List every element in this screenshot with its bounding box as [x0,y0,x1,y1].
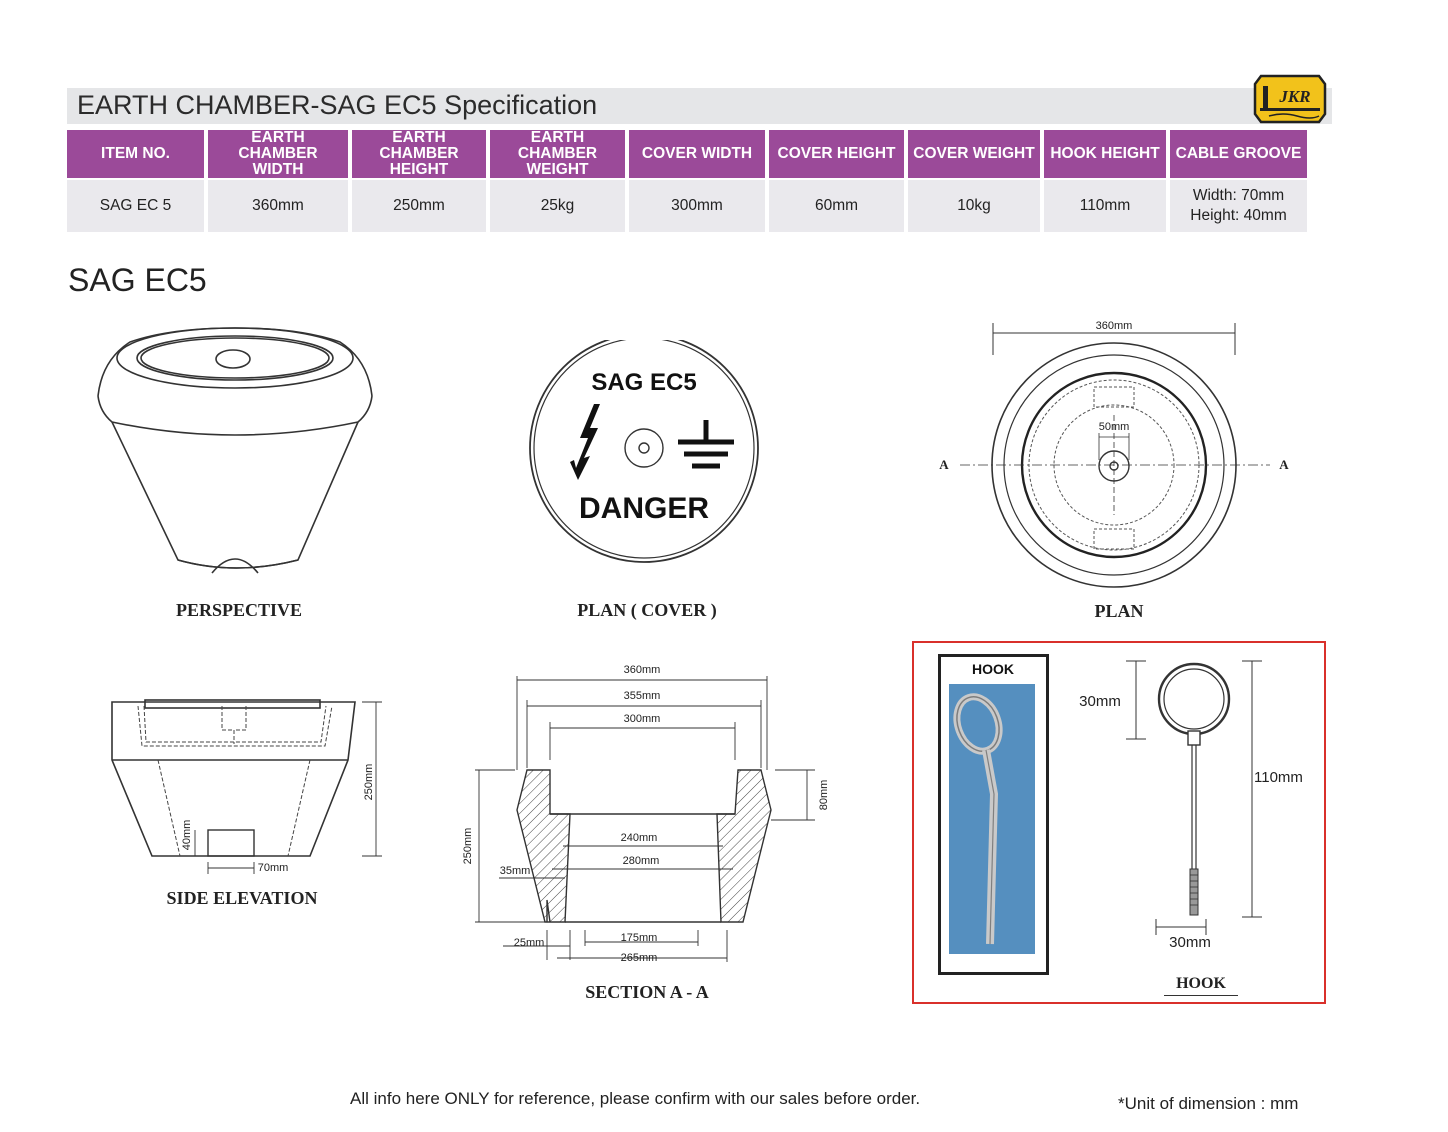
table-cell: Width: 70mm Height: 40mm [1170,178,1307,232]
spec-header-row: ITEM NO. EARTH CHAMBER WIDTH EARTH CHAMB… [67,130,1307,178]
table-cell: 110mm [1044,178,1166,232]
table-cell: 60mm [769,178,904,232]
column-header: EARTH CHAMBER WEIGHT [490,130,625,178]
jkr-logo: JKR [1253,74,1327,124]
table-cell: 300mm [629,178,765,232]
plan-width-dim: 360mm [1096,320,1133,332]
table-cell: 10kg [908,178,1040,232]
cover-label-bottom: DANGER [579,492,709,525]
hook-width-dim: 30mm [1169,934,1211,951]
groove-height-dim: 40mm [181,820,193,851]
unit-note: *Unit of dimension : mm [1118,1094,1299,1113]
section-dim-175: 175mm [621,932,658,944]
title-bar: EARTH CHAMBER-SAG EC5 Specification [67,88,1332,124]
caption-hook: HOOK [1176,975,1226,992]
caption-plan: PLAN [1094,601,1144,621]
spec-table: ITEM NO. EARTH CHAMBER WIDTH EARTH CHAMB… [63,130,1311,232]
table-cell: 25kg [490,178,625,232]
column-header: EARTH CHAMBER HEIGHT [352,130,486,178]
hook-photo: HOOK [938,654,1049,975]
footer-note: All info here ONLY for reference, please… [350,1089,921,1108]
hook-ring-dim: 30mm [1079,693,1121,710]
section-dim-280: 280mm [623,855,660,867]
hook-photo-label: HOOK [972,661,1014,677]
column-header: HOOK HEIGHT [1044,130,1166,178]
side-elevation-drawing: 250mm 40mm 70mm [111,699,382,874]
hook-height-dim: 110mm [1254,769,1303,786]
section-title: SAG EC5 [68,262,207,298]
hook-panel: HOOK 30mm 110mm 30mm HOOK [912,641,1326,1004]
perspective-drawing [97,327,373,574]
plan-hole-dim: 50mm [1099,421,1130,433]
page-title: EARTH CHAMBER-SAG EC5 Specification [77,90,598,120]
plan-cover-drawing: SAG EC5 DANGER [529,340,759,563]
section-dim-80: 80mm [818,780,830,811]
section-dim-360: 360mm [624,664,661,676]
section-marker-left: A [939,457,949,472]
section-dim-25: 25mm [514,937,545,949]
logo-text: JKR [1278,87,1310,106]
ground-symbol-icon [678,420,734,469]
caption-perspective: PERSPECTIVE [175,600,303,620]
table-cell: 250mm [352,178,486,232]
section-drawing: 360mm 355mm 300mm 80mm 250mm 240mm 280mm… [462,664,830,964]
section-dim-35: 35mm [500,865,531,877]
cover-label-top: SAG EC5 [591,369,696,396]
column-header: EARTH CHAMBER WIDTH [208,130,348,178]
section-dim-240: 240mm [621,832,658,844]
caption-side-elevation: SIDE ELEVATION [166,888,318,908]
lightning-bolt-icon [570,404,600,480]
side-height-dim: 250mm [363,764,375,801]
table-cell: 360mm [208,178,348,232]
section-dim-300: 300mm [624,713,661,725]
plan-drawing: 360mm 50mm A A [939,320,1289,588]
table-cell: SAG EC 5 [67,178,204,232]
section-dim-250: 250mm [462,828,474,865]
column-header: COVER WEIGHT [908,130,1040,178]
section-dim-355: 355mm [624,690,661,702]
section-marker-right: A [1279,457,1289,472]
caption-plan-cover: PLAN ( COVER ) [577,600,717,620]
caption-section: SECTION A - A [585,982,709,1002]
section-dim-265: 265mm [621,952,658,964]
column-header: ITEM NO. [67,130,204,178]
column-header: COVER HEIGHT [769,130,904,178]
caption-underline [1164,995,1238,996]
groove-width-dim: 70mm [258,862,289,874]
column-header: CABLE GROOVE [1170,130,1307,178]
column-header: COVER WIDTH [629,130,765,178]
hook-diagram: 30mm 110mm 30mm [1079,660,1303,951]
center-hole-icon [624,428,664,468]
spec-data-row: SAG EC 5 360mm 250mm 25kg 300mm 60mm 10k… [67,178,1307,232]
